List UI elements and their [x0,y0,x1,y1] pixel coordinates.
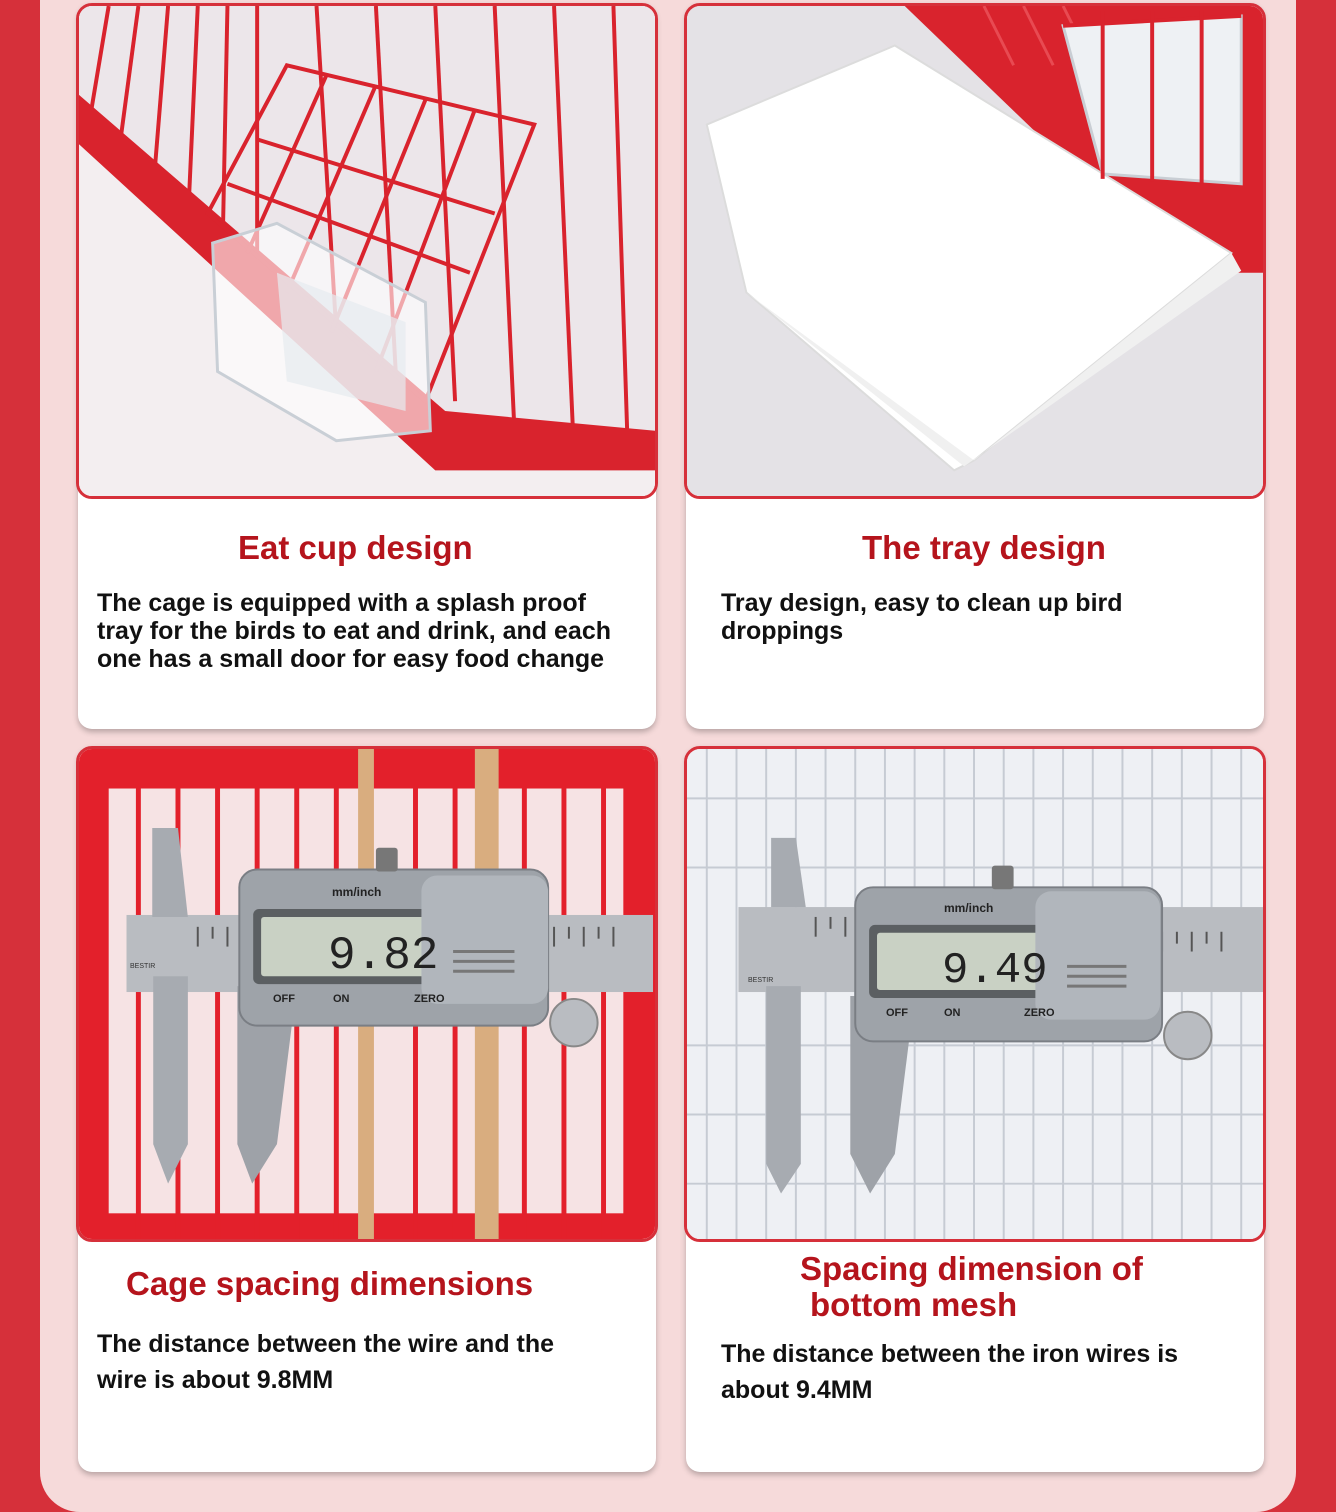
feature-card-tray: The tray design Tray design, easy to cle… [684,3,1266,729]
card-title-line-1: Spacing dimension of [800,1250,1143,1287]
card-title: The tray design [862,529,1106,566]
bottom-mesh-photo [684,746,1266,1242]
feature-card-eat-cup: Eat cup design The cage is equipped with… [76,3,658,729]
cage-spacing-photo [76,746,658,1242]
feature-card-bottom-mesh: mm/inch 9.49 OFF ON ZERO BESTIR Spacing … [684,746,1266,1472]
eat-cup-photo [76,3,658,499]
tray-photo [684,3,1266,499]
card-description: Tray design, easy to clean up bird dropp… [721,589,1123,645]
card-title: Cage spacing dimensions [126,1265,534,1302]
card-description: The distance between the wire and the wi… [97,1330,555,1394]
card-title-line-2: bottom mesh [810,1286,1018,1323]
card-description: The distance between the iron wires is a… [721,1340,1179,1404]
card-title: Eat cup design [238,529,473,566]
card-description: The cage is equipped with a splash proof… [97,589,611,673]
feature-card-cage-spacing: mm/inch 9.82 OFF ON ZERO BESTIR Cage spa… [76,746,658,1472]
